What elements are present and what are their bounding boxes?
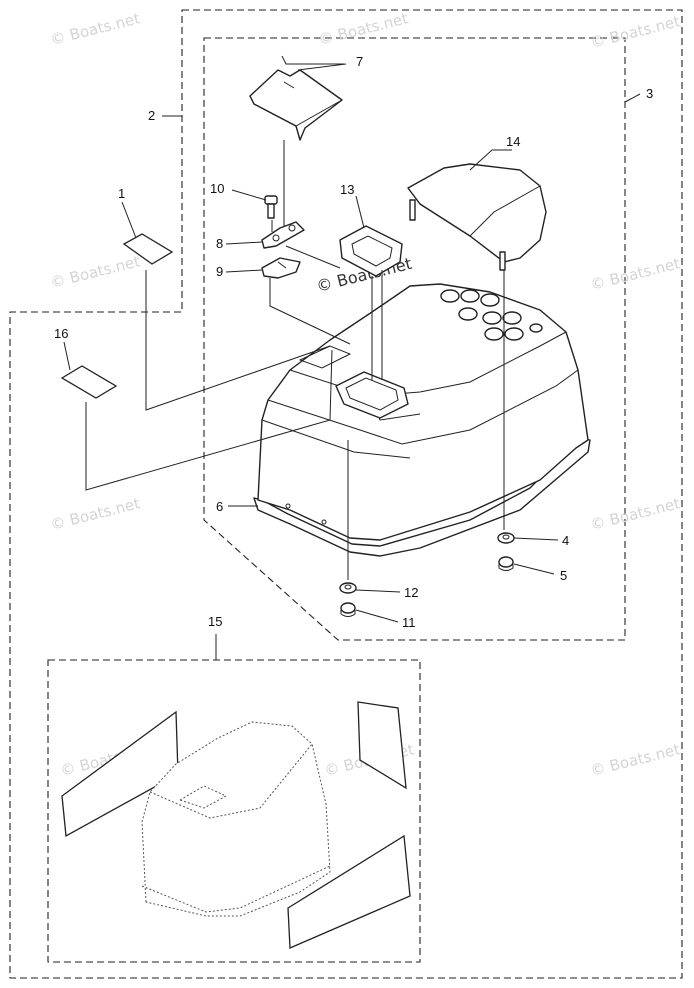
part-7-plate [249,69,343,141]
watermark: © Boats.net [589,254,682,294]
callout-7: 7 [356,54,363,69]
callout-6: 6 [216,499,223,514]
watermark: © Boats.net [317,9,410,49]
callout-2: 2 [148,108,155,123]
watermark: © Boats.net [589,12,682,52]
part-16-label [60,365,118,399]
group-2-outline [9,9,683,979]
part-11-nut [340,602,356,617]
part-5-nut [498,556,514,571]
callout-16: 16 [54,326,68,341]
part-15-decal-kit [61,701,411,949]
part-13-seal [339,225,403,277]
callout-3: 3 [646,86,653,101]
callout-13: 13 [340,182,354,197]
callouts: 1 2 3 4 5 6 7 8 9 10 11 12 13 14 15 16 [54,54,653,630]
part-8-clip [261,221,305,249]
watermark: © Boats.net [589,494,682,534]
part-10-bolt [264,195,278,219]
watermark: © Boats.net [49,252,142,292]
callout-11: 11 [402,615,416,630]
watermark: © Boats.net [49,494,142,534]
part-4-grommet [497,532,515,544]
callout-15: 15 [208,614,222,629]
part-14-cover [407,163,547,271]
watermark: © Boats.net [49,9,142,49]
watermark: © Boats.net [589,740,682,780]
callout-1: 1 [118,186,125,201]
part-12-grommet [339,582,357,594]
group-3-outline [203,37,626,641]
callout-5: 5 [560,568,567,583]
leader-lines [63,55,641,660]
stud-bosses [440,289,543,341]
part-9-latch [261,257,301,279]
part-6-cowling [253,283,591,557]
callout-9: 9 [216,264,223,279]
decal-right-top [357,701,407,790]
decal-right-bottom [287,834,411,949]
callout-10: 10 [210,181,224,196]
callout-14: 14 [506,134,520,149]
callout-8: 8 [216,236,223,251]
callout-4: 4 [562,533,569,548]
callout-12: 12 [404,585,418,600]
group-15-outline [47,659,421,963]
